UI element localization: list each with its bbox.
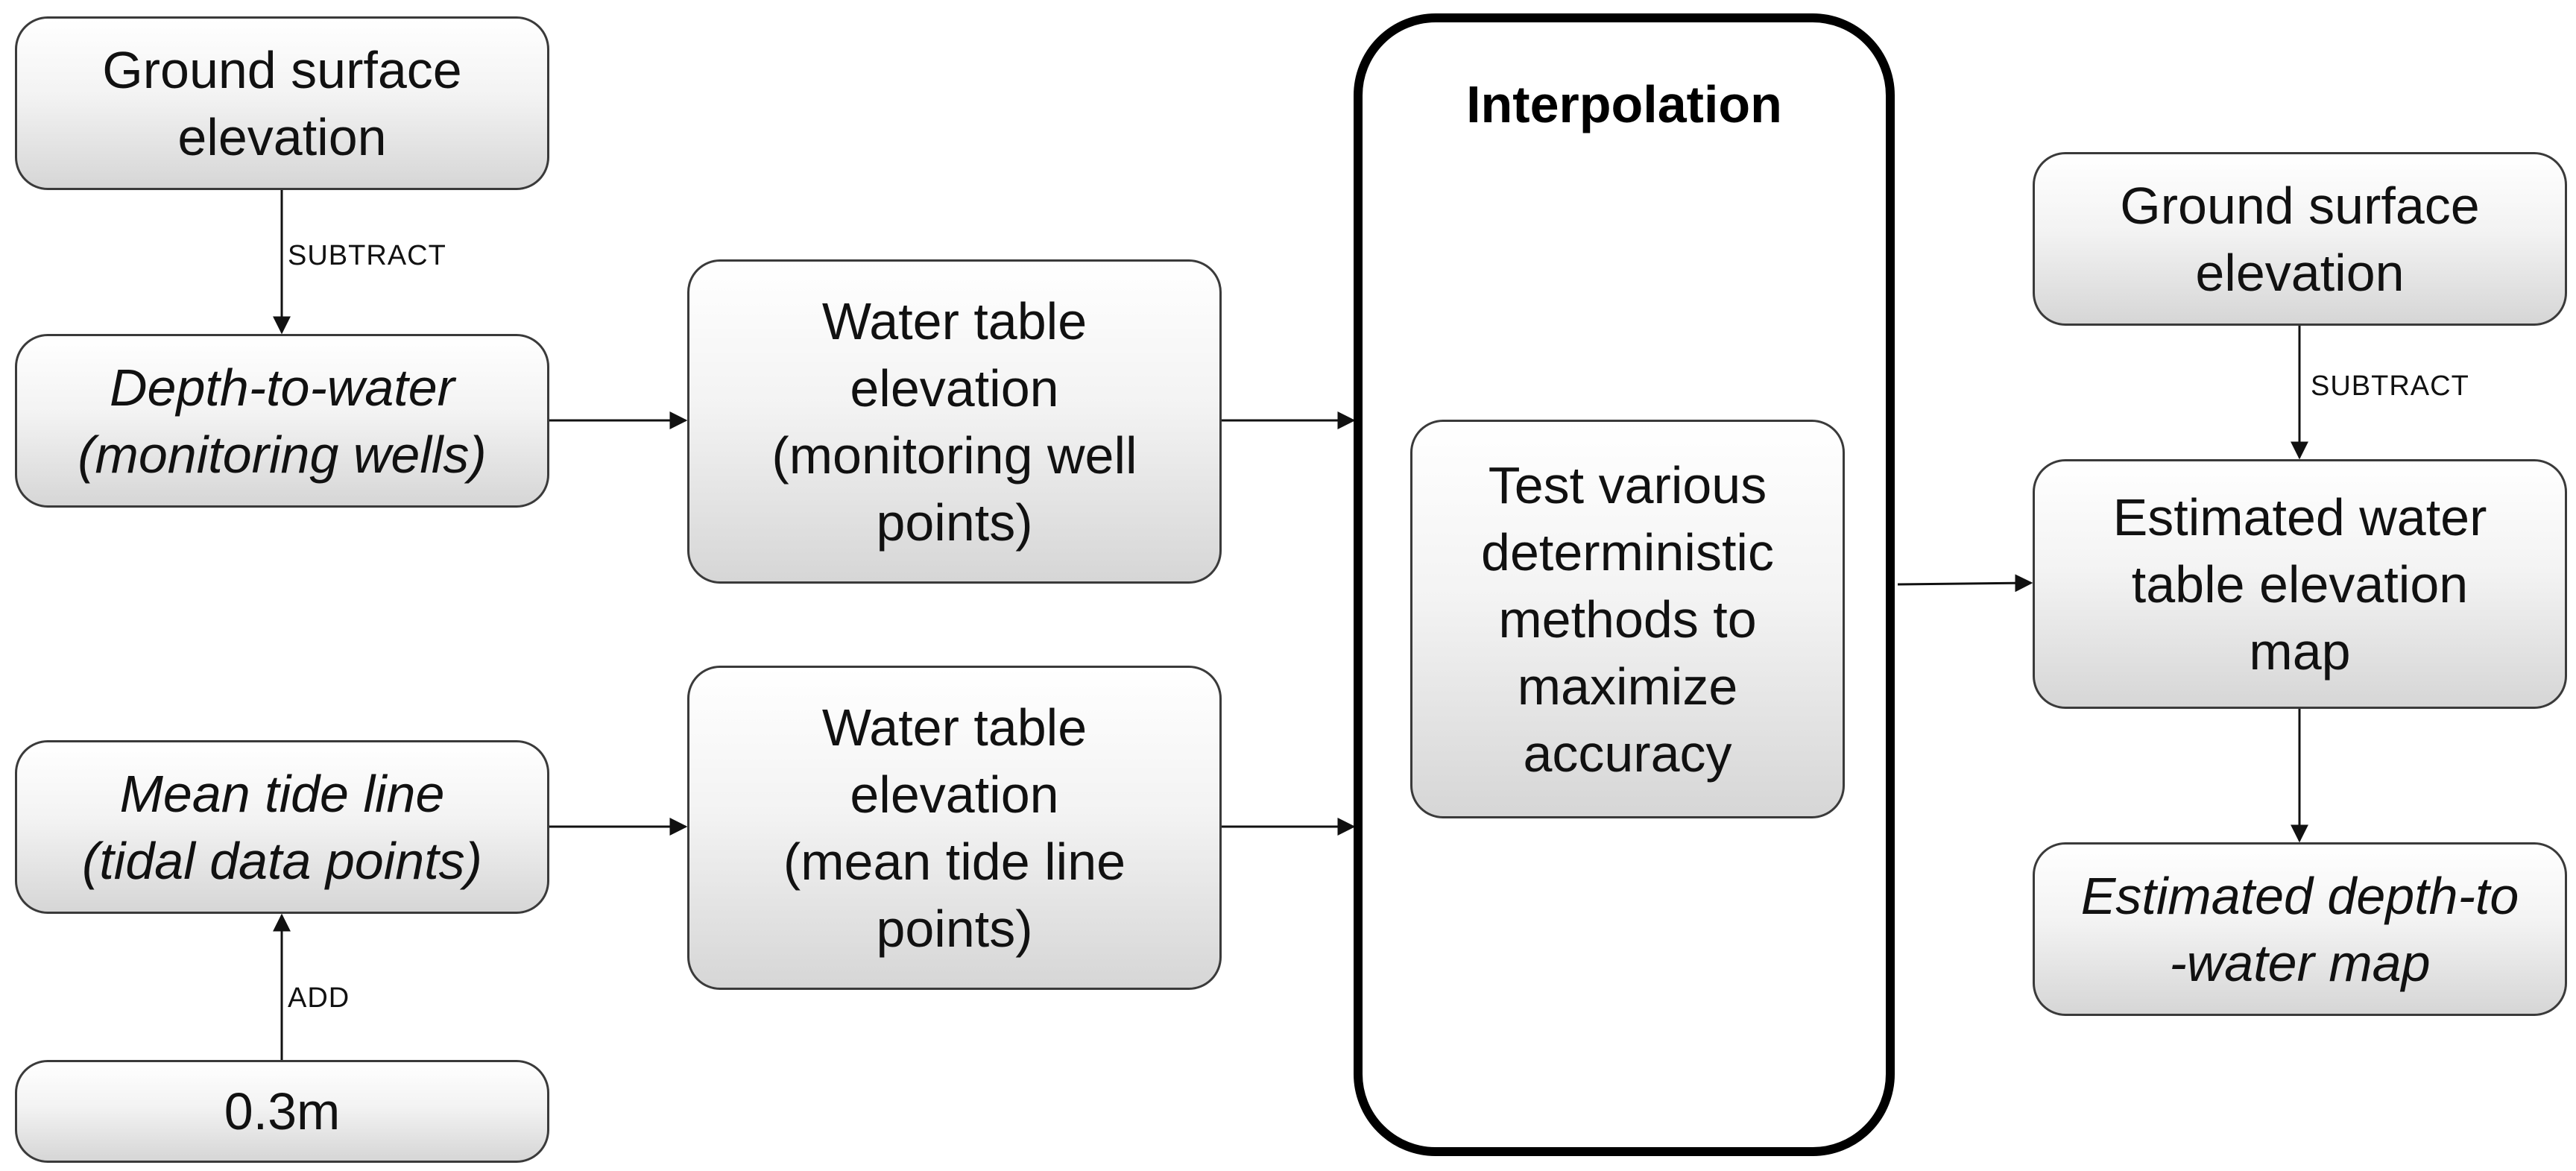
node-ground-surface-left: Ground surface elevation [15, 16, 549, 190]
node-line: Estimated depth-to [2080, 866, 2519, 925]
node-mean-tide-line: Mean tide line (tidal data points) [15, 740, 549, 914]
node-line: maximize [1517, 657, 1738, 716]
node-offset-value: 0.3m [15, 1060, 549, 1163]
node-line: Ground surface [102, 40, 462, 99]
node-line: table elevation [2131, 555, 2469, 613]
node-line: (mean tide line [783, 832, 1126, 891]
node-line: points) [876, 493, 1033, 552]
node-line: methods to [1498, 590, 1757, 648]
node-ground-surface-right: Ground surface elevation [2033, 152, 2567, 326]
node-line: Water table [821, 291, 1087, 350]
node-line: Water table [821, 698, 1087, 757]
node-line: elevation [177, 107, 387, 166]
node-line: (monitoring well [771, 426, 1137, 485]
edge-label-subtract-right: SUBTRACT [2311, 370, 2469, 402]
node-line: -water map [2169, 933, 2431, 992]
node-line: Estimated water [2112, 487, 2487, 546]
node-line: Mean tide line [119, 764, 445, 823]
node-water-table-tide: Water table elevation (mean tide line po… [687, 666, 1222, 990]
node-estimated-depth-to-water-map: Estimated depth-to -water map [2033, 842, 2567, 1016]
node-line: elevation [850, 765, 1059, 824]
node-line: 0.3m [224, 1082, 341, 1140]
node-line: elevation [850, 359, 1059, 417]
edge-interpolation-to-estimated-wt [1897, 574, 2033, 593]
node-line: elevation [2195, 243, 2405, 302]
interpolation-title: Interpolation [1466, 75, 1782, 133]
node-line: (tidal data points) [82, 831, 482, 890]
node-line: deterministic [1481, 523, 1774, 581]
node-line: Depth-to-water [110, 358, 455, 417]
node-line: points) [876, 899, 1033, 958]
node-line: Test various [1488, 455, 1767, 514]
node-line: Ground surface [2120, 176, 2480, 235]
node-line: map [2249, 622, 2351, 681]
node-line: (monitoring wells) [78, 425, 487, 484]
node-line: accuracy [1523, 724, 1732, 783]
edge-label-add: ADD [288, 982, 350, 1014]
node-water-table-monitoring: Water table elevation (monitoring well p… [687, 259, 1222, 584]
node-estimated-water-table-map: Estimated water table elevation map [2033, 459, 2567, 709]
edge-label-subtract-left: SUBTRACT [288, 240, 446, 271]
node-depth-to-water: Depth-to-water (monitoring wells) [15, 334, 549, 508]
node-test-methods: Test various deterministic methods to ma… [1410, 420, 1845, 818]
